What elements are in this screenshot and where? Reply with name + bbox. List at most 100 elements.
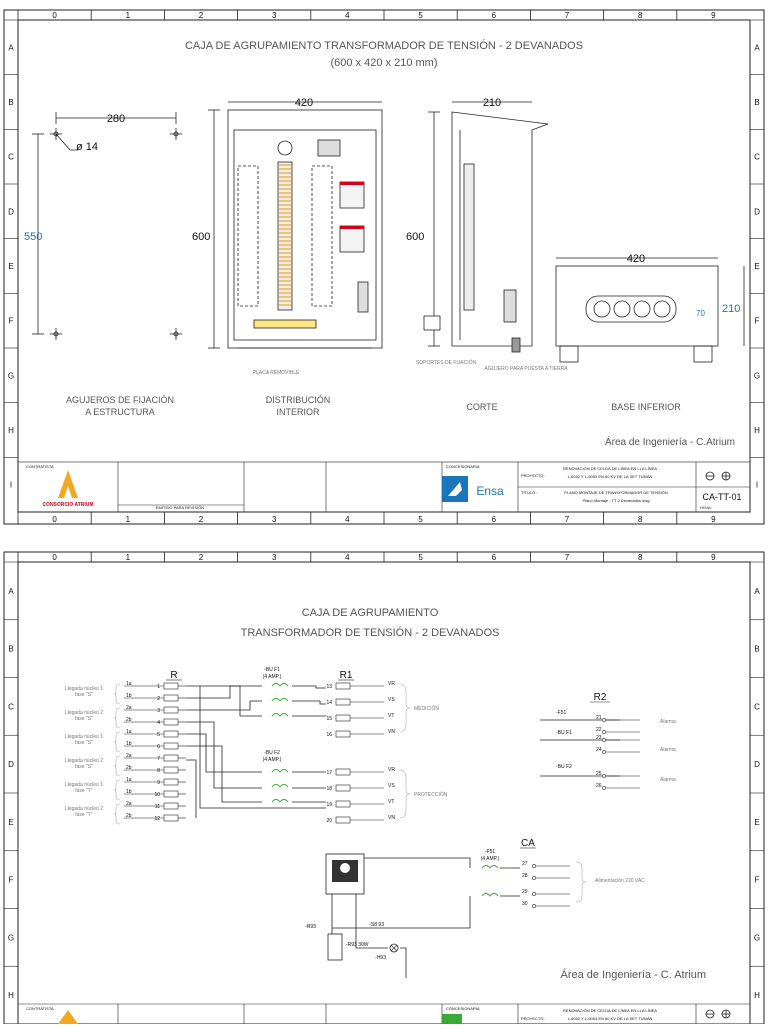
terminal xyxy=(532,904,536,908)
column-label: 4 xyxy=(345,11,350,20)
sheet-label: HOJA: xyxy=(700,505,712,510)
sheet2-credit: Área de Ingeniería - C. Atrium xyxy=(560,968,706,981)
strip-ca-label: CA xyxy=(521,838,535,849)
terminal-number: 21 xyxy=(596,715,602,721)
breaker-f1-rating: (4 AMP.) xyxy=(263,674,282,680)
terminal-number: 9 xyxy=(157,780,160,786)
signal-label: VR xyxy=(388,681,395,687)
terminal-number: 30 xyxy=(522,901,528,907)
column-label: 0 xyxy=(52,11,57,20)
terminal-number: 10 xyxy=(154,792,160,798)
incoming-terminal: 2b xyxy=(126,717,132,723)
incoming-terminal: 1a xyxy=(126,777,132,783)
terminal xyxy=(335,714,351,722)
terminal-number: 22 xyxy=(596,727,602,733)
row-label: I xyxy=(10,481,12,490)
signal-label: VN xyxy=(388,815,395,821)
contractor-name: CONSORCIO ATRIUM xyxy=(42,502,93,508)
contractor-label: CONTRATISTA xyxy=(26,464,54,469)
row-label: H xyxy=(8,426,14,435)
group-proteccion: PROTECCIÓN xyxy=(414,791,448,798)
contractor-label-2: CONTRATISTA xyxy=(26,1006,54,1011)
terminal xyxy=(163,766,179,774)
thermostat-dial-icon xyxy=(340,863,350,873)
row-label: E xyxy=(754,262,759,271)
mcb-indicator xyxy=(340,182,364,185)
incoming-label: Llegada núcleo 2 xyxy=(65,758,103,764)
incoming-label: fase "T" xyxy=(75,812,93,818)
terminal-number: 24 xyxy=(596,747,602,753)
terminal xyxy=(163,730,179,738)
mcb-indicator xyxy=(340,226,364,229)
incoming-label: Llegada núcleo 1 xyxy=(65,782,103,788)
terminal xyxy=(163,814,179,822)
title-label: TÍTULO : xyxy=(521,490,537,495)
ca-supply-label: Alimentación 220 VAC xyxy=(595,878,645,884)
base-height-dim: 210 xyxy=(722,303,740,315)
terminal xyxy=(602,774,606,778)
row-label: D xyxy=(754,760,760,769)
title-line1: PLANO MONTAJE DE TRANSFORMADOR DE TENSIÓ… xyxy=(564,490,668,495)
column-label: 4 xyxy=(345,553,350,562)
column-label: 8 xyxy=(638,11,643,20)
r2-f1-label: -BU F1 xyxy=(556,730,572,736)
row-label: G xyxy=(754,933,760,942)
drawing-number: CA-TT-01 xyxy=(702,492,741,502)
row-label: C xyxy=(8,702,14,711)
row-label: B xyxy=(754,645,759,654)
breaker-f2-rating: (4 AMP.) xyxy=(263,757,282,763)
holes-width-dim: 280 xyxy=(107,113,125,125)
column-label: 9 xyxy=(711,11,716,20)
column-label: 7 xyxy=(565,515,570,524)
terminal-number: 26 xyxy=(596,783,602,789)
incoming-terminal: 1a xyxy=(126,681,132,687)
terminal-number: 1 xyxy=(157,684,160,690)
terminal-number: 6 xyxy=(157,744,160,750)
terminal-number: 4 xyxy=(157,720,160,726)
breaker-f2-name: -BU F2 xyxy=(264,750,280,756)
row-label: G xyxy=(8,933,14,942)
page-gap xyxy=(0,528,768,548)
project-line2-2: L-6052 Y L-6053 EN 60 KV DE LA SET TUMÁN xyxy=(568,1016,653,1021)
interior-height-dim: 600 xyxy=(192,231,210,243)
ground-label: AGUJERO PARA PUESTA A TIERRA xyxy=(484,366,568,372)
incoming-terminal: 2b xyxy=(126,765,132,771)
incoming-label: fase "S" xyxy=(75,716,93,722)
column-label: 6 xyxy=(492,553,497,562)
column-label: 3 xyxy=(272,515,277,524)
column-label: 2 xyxy=(199,11,204,20)
signal-label: VT xyxy=(388,799,394,805)
revision-note: EMITIDO PARA REVISIÓN xyxy=(156,505,204,510)
row-label: B xyxy=(8,645,13,654)
row-label: B xyxy=(8,98,13,107)
interior-view-label-1: DISTRIBUCIÓN xyxy=(266,395,331,405)
terminal xyxy=(335,730,351,738)
concessionaire-label-2: CONCESIONARIA xyxy=(446,1006,480,1011)
holes-diameter-dim: ø 14 xyxy=(76,141,98,153)
row-label: H xyxy=(8,991,14,1000)
terminal-number: 29 xyxy=(522,889,528,895)
terminal-number: 16 xyxy=(326,732,332,738)
row-label: D xyxy=(8,760,14,769)
base-inner-dim: 70 xyxy=(696,309,705,318)
row-label: F xyxy=(9,317,14,326)
column-label: 6 xyxy=(492,11,497,20)
terminal-number: 20 xyxy=(326,818,332,824)
terminal-number: 11 xyxy=(155,804,160,810)
row-label: D xyxy=(754,207,760,216)
incoming-terminal: 2a xyxy=(126,753,132,759)
incoming-label: Llegada núcleo 2 xyxy=(65,710,103,716)
terminal-number: 5 xyxy=(157,732,160,738)
terminal xyxy=(163,706,179,714)
terminal xyxy=(602,718,606,722)
terminal xyxy=(602,738,606,742)
section-width-dim: 210 xyxy=(483,97,501,109)
terminal xyxy=(532,864,536,868)
scale-icons xyxy=(705,1009,731,1019)
incoming-label: Llegada núcleo 1 xyxy=(65,734,103,740)
section-height-dim: 600 xyxy=(406,231,424,243)
incoming-terminal: 2b xyxy=(126,813,132,819)
group-medicion: MEDICIÓN xyxy=(414,705,439,712)
